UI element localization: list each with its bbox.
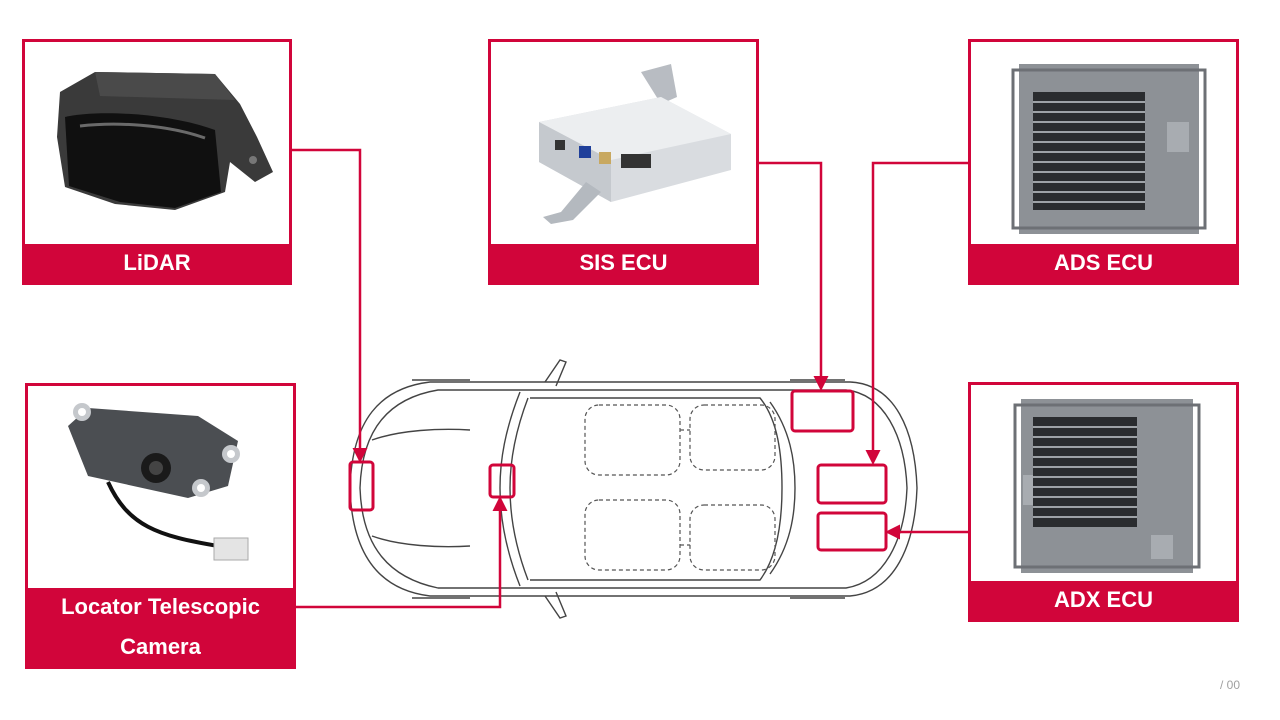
camera-connector [296,496,508,609]
sis-ecu-label: SIS ECU [491,244,756,282]
lidar-sensor-photo [57,72,273,210]
sis-ecu-mount-marker [790,389,855,433]
lidar-label: LiDAR [25,244,289,282]
page-number: / 00 [1219,678,1240,692]
adx-ecu-card: ADX ECU [968,382,1239,622]
lidar-connector [292,148,368,463]
adx-ecu-label: ADX ECU [971,581,1236,619]
adx-ecu-heatsink-photo [1013,399,1201,573]
ads-ecu-connector [865,161,968,465]
car-top-view [349,359,918,619]
ads-ecu-card: ADS ECU [968,39,1239,285]
sis-ecu-connector [759,161,829,391]
camera-label: Locator Telescopic Camera [28,588,293,666]
lidar-card: LiDAR [22,39,292,285]
telescopic-camera-photo [68,403,249,561]
sis-ecu-bracket-photo [539,64,731,224]
ads-ecu-heatsink-photo [1011,64,1207,234]
camera-card: Locator Telescopic Camera [25,383,296,669]
car-seats [584,404,776,571]
sis-ecu-card: SIS ECU [488,39,759,285]
ads-ecu-mount-marker [816,463,888,505]
ads-ecu-label: ADS ECU [971,244,1236,282]
mount-markers [348,389,888,552]
adx-ecu-mount-marker [816,511,888,552]
